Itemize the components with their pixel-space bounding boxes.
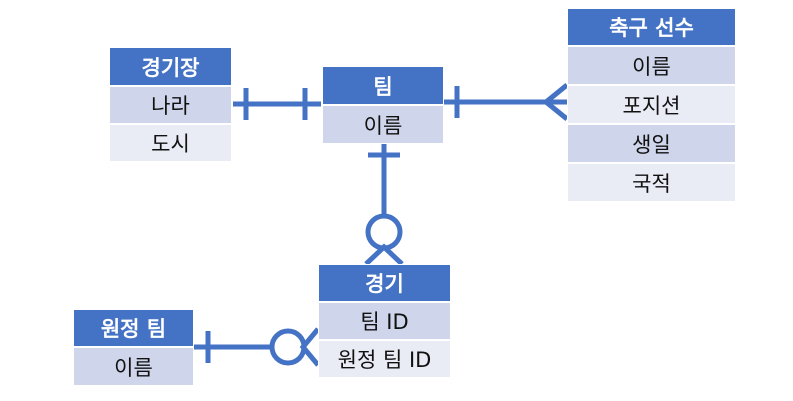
entity-team: 팀 이름	[322, 66, 444, 144]
match-side-zero-circle	[365, 213, 403, 251]
entity-away-team: 원정 팀 이름	[73, 309, 194, 386]
entity-player-title: 축구 선수	[567, 8, 736, 46]
player-side-many-crowfoot	[542, 83, 569, 121]
entity-stadium-title: 경기장	[109, 47, 232, 86]
entity-match-attr-team-id: 팀 ID	[318, 302, 451, 340]
entity-team-title: 팀	[322, 66, 444, 105]
match-side-many-crowfoot	[364, 243, 404, 266]
entity-away-team-attr-name: 이름	[73, 347, 194, 386]
entity-match-title: 경기	[318, 264, 451, 302]
entity-away-team-title: 원정 팀	[73, 309, 194, 347]
entity-match: 경기 팀 ID 원정 팀 ID	[318, 264, 451, 378]
entity-team-attr-name: 이름	[322, 105, 444, 144]
entity-stadium-attr-country: 나라	[109, 86, 232, 124]
entity-match-attr-away-team-id: 원정 팀 ID	[318, 340, 451, 378]
entity-player-attr-name: 이름	[567, 46, 736, 85]
match-side-many-crowfoot-2	[299, 327, 320, 367]
entity-stadium: 경기장 나라 도시	[109, 47, 232, 162]
entity-stadium-attr-city: 도시	[109, 124, 232, 162]
entity-player-attr-nationality: 국적	[567, 163, 736, 202]
entity-player-attr-position: 포지션	[567, 85, 736, 124]
entity-player: 축구 선수 이름 포지션 생일 국적	[567, 8, 736, 202]
entity-player-attr-birthday: 생일	[567, 124, 736, 163]
match-side-zero-circle-2	[269, 328, 307, 366]
